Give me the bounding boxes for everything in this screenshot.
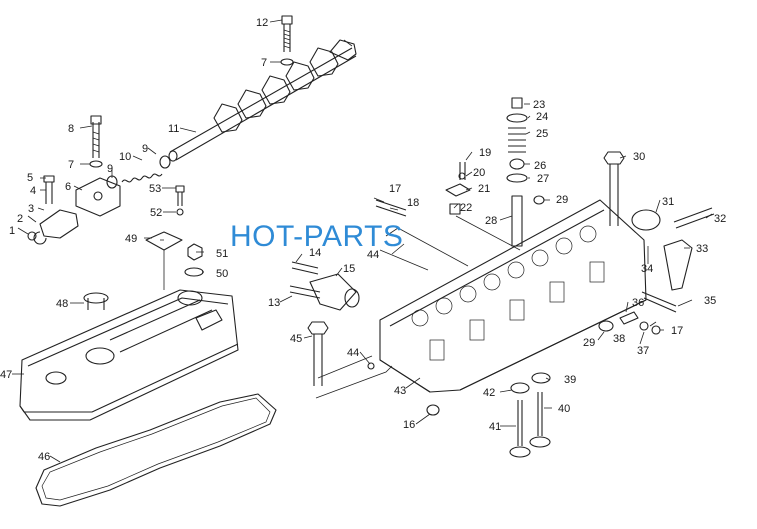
- callout-12: 12: [256, 17, 268, 29]
- callout-52: 52: [150, 207, 162, 219]
- callout-3: 3: [28, 203, 34, 215]
- callout-40: 40: [558, 403, 570, 415]
- callout-44-upper: 44: [367, 249, 379, 261]
- callout-47: 47: [0, 369, 12, 381]
- callout-9-right: 9: [142, 143, 148, 155]
- callout-45: 45: [290, 333, 302, 345]
- callout-37: 37: [637, 345, 649, 357]
- callout-7-upper: 7: [261, 57, 267, 69]
- callout-6: 6: [65, 181, 71, 193]
- callout-16: 16: [403, 419, 415, 431]
- callout-17-top: 17: [389, 183, 401, 195]
- callout-15: 15: [343, 263, 355, 275]
- callout-26: 26: [534, 160, 546, 172]
- cover-gasket: [35, 393, 277, 507]
- callout-13: 13: [268, 297, 280, 309]
- callout-4: 4: [30, 185, 36, 197]
- callout-23: 23: [533, 99, 545, 111]
- callout-33: 33: [696, 243, 708, 255]
- callout-42: 42: [483, 387, 495, 399]
- callout-20: 20: [473, 167, 485, 179]
- callout-31: 31: [662, 196, 674, 208]
- callout-21: 21: [478, 183, 490, 195]
- callout-39: 39: [564, 374, 576, 386]
- callout-29-top: 29: [556, 194, 568, 206]
- rocker-arm-group: [27, 115, 171, 245]
- callout-53: 53: [149, 183, 161, 195]
- callout-22: 22: [460, 202, 472, 214]
- callout-50: 50: [216, 268, 228, 280]
- callout-19: 19: [479, 147, 491, 159]
- callout-labels: 1 2 3 4 5 6 7 7 8 9 9 10 11 12 13 14 15 …: [0, 17, 726, 463]
- callout-35: 35: [704, 295, 716, 307]
- watermark-text: HOT-PARTS: [230, 220, 403, 253]
- callout-27: 27: [537, 173, 549, 185]
- callout-17-right: 17: [671, 325, 683, 337]
- callout-48: 48: [56, 298, 68, 310]
- callout-30: 30: [633, 151, 645, 163]
- callout-7-lower: 7: [68, 159, 74, 171]
- callout-25: 25: [536, 128, 548, 140]
- callout-1: 1: [9, 225, 15, 237]
- leader-lines: [12, 19, 713, 463]
- callout-38: 38: [613, 333, 625, 345]
- callout-8: 8: [68, 123, 74, 135]
- callout-51: 51: [216, 248, 228, 260]
- callout-14: 14: [309, 247, 321, 259]
- callout-36: 36: [632, 297, 644, 309]
- callout-11: 11: [168, 123, 179, 135]
- callout-9-left: 9: [107, 163, 113, 175]
- callout-2: 2: [17, 213, 23, 225]
- callout-32: 32: [714, 213, 726, 225]
- callout-41: 41: [489, 421, 501, 433]
- callout-46: 46: [38, 451, 50, 463]
- callout-49: 49: [125, 233, 137, 245]
- callout-28: 28: [485, 215, 497, 227]
- cylinder-head: [289, 97, 715, 458]
- callout-43: 43: [394, 385, 406, 397]
- callout-10: 10: [119, 151, 131, 163]
- callout-5: 5: [27, 172, 33, 184]
- valve-cover: [19, 185, 239, 421]
- callout-34: 34: [641, 263, 653, 275]
- callout-44-lower: 44: [347, 347, 359, 359]
- callout-24: 24: [536, 111, 548, 123]
- rocker-shaft-assembly: [168, 15, 357, 162]
- callout-29-bottom: 29: [583, 337, 595, 349]
- callout-18: 18: [407, 197, 419, 209]
